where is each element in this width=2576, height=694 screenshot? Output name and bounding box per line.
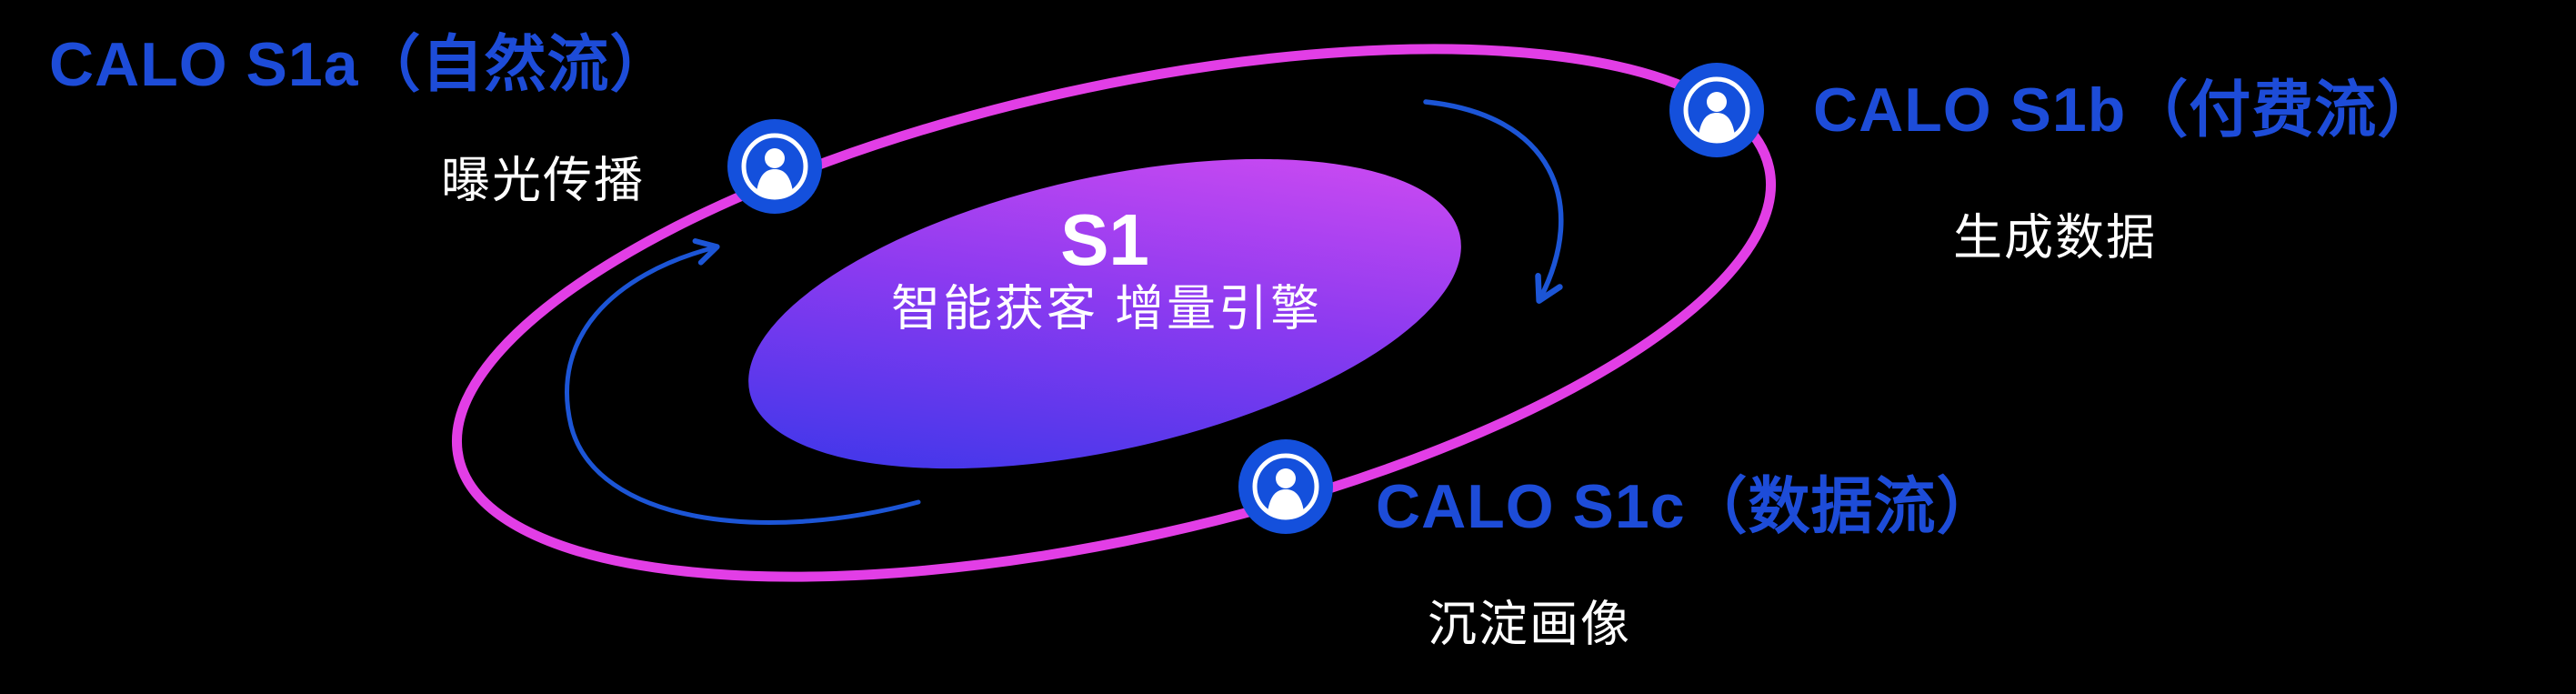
node-icon-s1c [1238,439,1333,534]
node-icon-s1b [1669,63,1764,157]
core-ellipse [748,158,1461,469]
node-icon-s1a [727,119,822,214]
flow-arrow-right-icon [1423,99,1564,304]
node-label-s1b: CALO S1b（付费流） [1813,75,2441,145]
core-title: S1 [1060,199,1149,280]
core-subtitle: 智能获客 增量引擎 [890,281,1323,337]
node-sublabel-s1c: 沉淀画像 [1428,597,1631,652]
node-label-s1a: CALO S1a（自然流） [49,30,673,99]
node-sublabel-s1b: 生成数据 [1953,210,2157,266]
orbit-ring-ellipse [451,44,1777,582]
node-label-s1c: CALO S1c（数据流） [1376,472,2000,541]
flow-arrow-left-icon [565,238,921,525]
node-sublabel-s1a: 曝光传播 [441,153,645,208]
